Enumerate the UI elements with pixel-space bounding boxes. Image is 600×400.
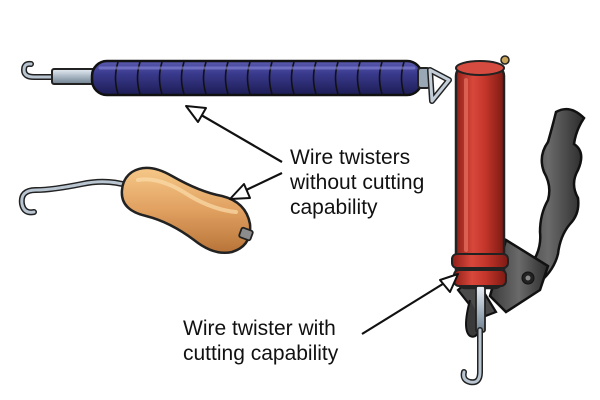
label-wire-twister-with-cutting: Wire twister with cutting capability xyxy=(183,316,338,366)
label-top-line-1: Wire twisters xyxy=(290,146,411,169)
red-twister-lever xyxy=(510,107,586,296)
wooden-twister-hook xyxy=(18,178,138,216)
blue-twister-handle xyxy=(90,59,424,97)
blue-wire-twister xyxy=(20,59,452,104)
wooden-twister-handle xyxy=(120,166,252,254)
label-top-line-2: without cutting xyxy=(290,171,425,194)
arrow-to-blue-twister xyxy=(185,105,283,163)
label-bottom-line-2: cutting capability xyxy=(183,342,339,365)
arrow-to-wooden-twister xyxy=(229,172,283,200)
pointer-arrows xyxy=(185,105,459,335)
red-twister-shaft xyxy=(475,285,486,333)
red-wire-twister xyxy=(451,55,586,386)
label-top-line-3: capability xyxy=(290,196,378,219)
red-twister-hook xyxy=(460,327,483,386)
blue-twister-grip-ridges xyxy=(114,61,405,95)
label-bottom-line-1: Wire twister with xyxy=(183,317,336,340)
arrow-to-red-twister xyxy=(361,273,459,335)
wooden-wire-twister xyxy=(18,166,254,254)
label-wire-twisters-without-cutting: Wire twisters without cutting capability xyxy=(290,145,424,220)
